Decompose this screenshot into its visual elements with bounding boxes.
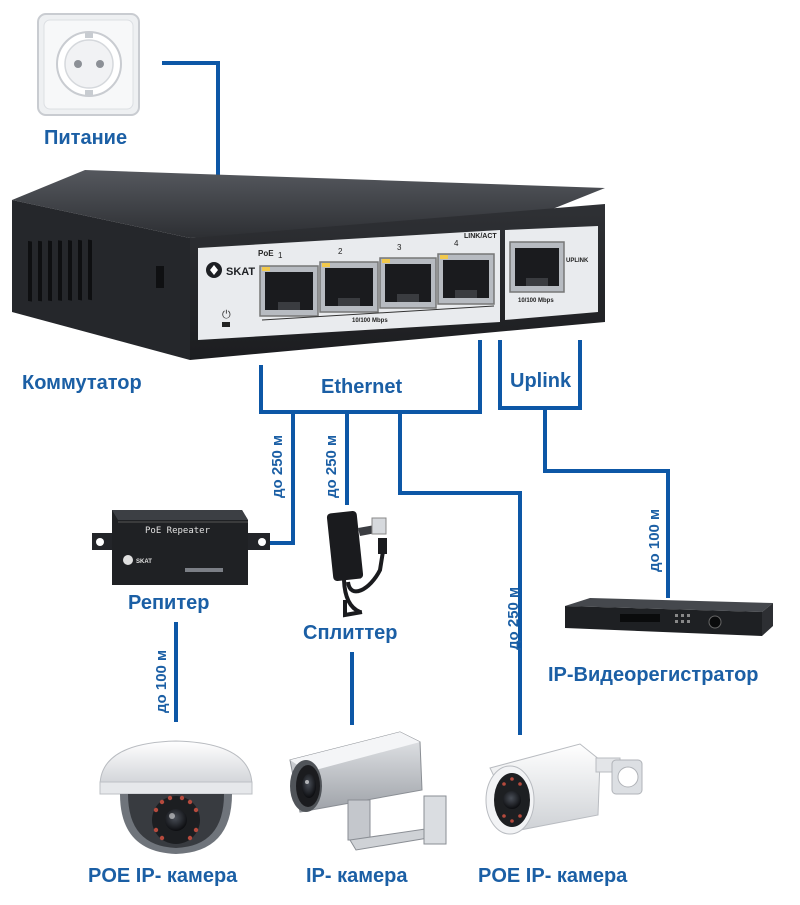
- line-to-nvr: [543, 408, 670, 598]
- speed-main-text: 10/100 Mbps: [352, 318, 388, 324]
- distance-to-nvr: до 100 м: [646, 508, 663, 572]
- ethernet-label: Ethernet: [321, 376, 403, 398]
- distance-to-splitter: до 250 м: [323, 434, 340, 498]
- splitter-label: Сплиттер: [303, 622, 398, 644]
- rj45-port: [437, 253, 495, 305]
- repeater-label: Репитер: [128, 592, 210, 614]
- rj45-port: [259, 265, 319, 317]
- bullet-camera-icon: [485, 743, 643, 835]
- line-to-poe-camera: [398, 412, 522, 735]
- power-line: [162, 61, 220, 183]
- camera-ip-label: IP- камера: [306, 865, 408, 887]
- uplink-marker: UPLINK: [566, 258, 589, 264]
- rj45-port: [379, 257, 437, 309]
- port-number-3: 3: [397, 243, 402, 252]
- rj45-port: [319, 261, 379, 313]
- rj45-uplink-port: [509, 241, 565, 293]
- uplink-bracket: [498, 340, 582, 410]
- link-marker: LINK/ACT: [464, 233, 497, 240]
- dome-camera-icon: [99, 740, 253, 854]
- power-socket-icon: [37, 13, 140, 116]
- nvr-label: IP-Видеорегистратор: [548, 664, 759, 686]
- nvr-recorder-icon: [565, 598, 773, 636]
- switch-label: Коммутатор: [22, 372, 142, 394]
- port-number-4: 4: [454, 239, 459, 248]
- ethernet-bracket: [259, 340, 482, 414]
- switch-brand-text: SKAT: [226, 266, 255, 278]
- repeater-brand: SKAT: [136, 559, 152, 565]
- connection-lines: [162, 61, 670, 735]
- repeater-title: PoE Repeater: [145, 526, 211, 536]
- camera-poe-left-label: POE IP- камера: [88, 865, 238, 887]
- network-switch-icon: SKAT ⏻ PoE LINK/ACT UPLINK 1 2 3 4: [12, 170, 605, 360]
- distance-to-poe-camera: до 250 м: [505, 586, 522, 650]
- speed-uplink-text: 10/100 Mbps: [518, 298, 554, 304]
- port-number-2: 2: [338, 247, 343, 256]
- poe-marker: PoE: [258, 249, 274, 258]
- uplink-label: Uplink: [510, 370, 572, 392]
- camera-poe-right-label: POE IP- камера: [478, 865, 628, 887]
- line-to-repeater: [268, 412, 295, 545]
- power-symbol-icon: ⏻: [222, 308, 231, 321]
- poe-repeater-icon: PoE Repeater SKAT: [92, 510, 270, 585]
- poe-splitter-icon: [326, 511, 387, 618]
- distance-repeater-to-camera: до 100 м: [153, 649, 170, 713]
- port-number-1: 1: [278, 251, 283, 260]
- box-camera-icon: [289, 731, 447, 851]
- power-label: Питание: [44, 127, 128, 149]
- distance-to-repeater: до 250 м: [269, 434, 286, 498]
